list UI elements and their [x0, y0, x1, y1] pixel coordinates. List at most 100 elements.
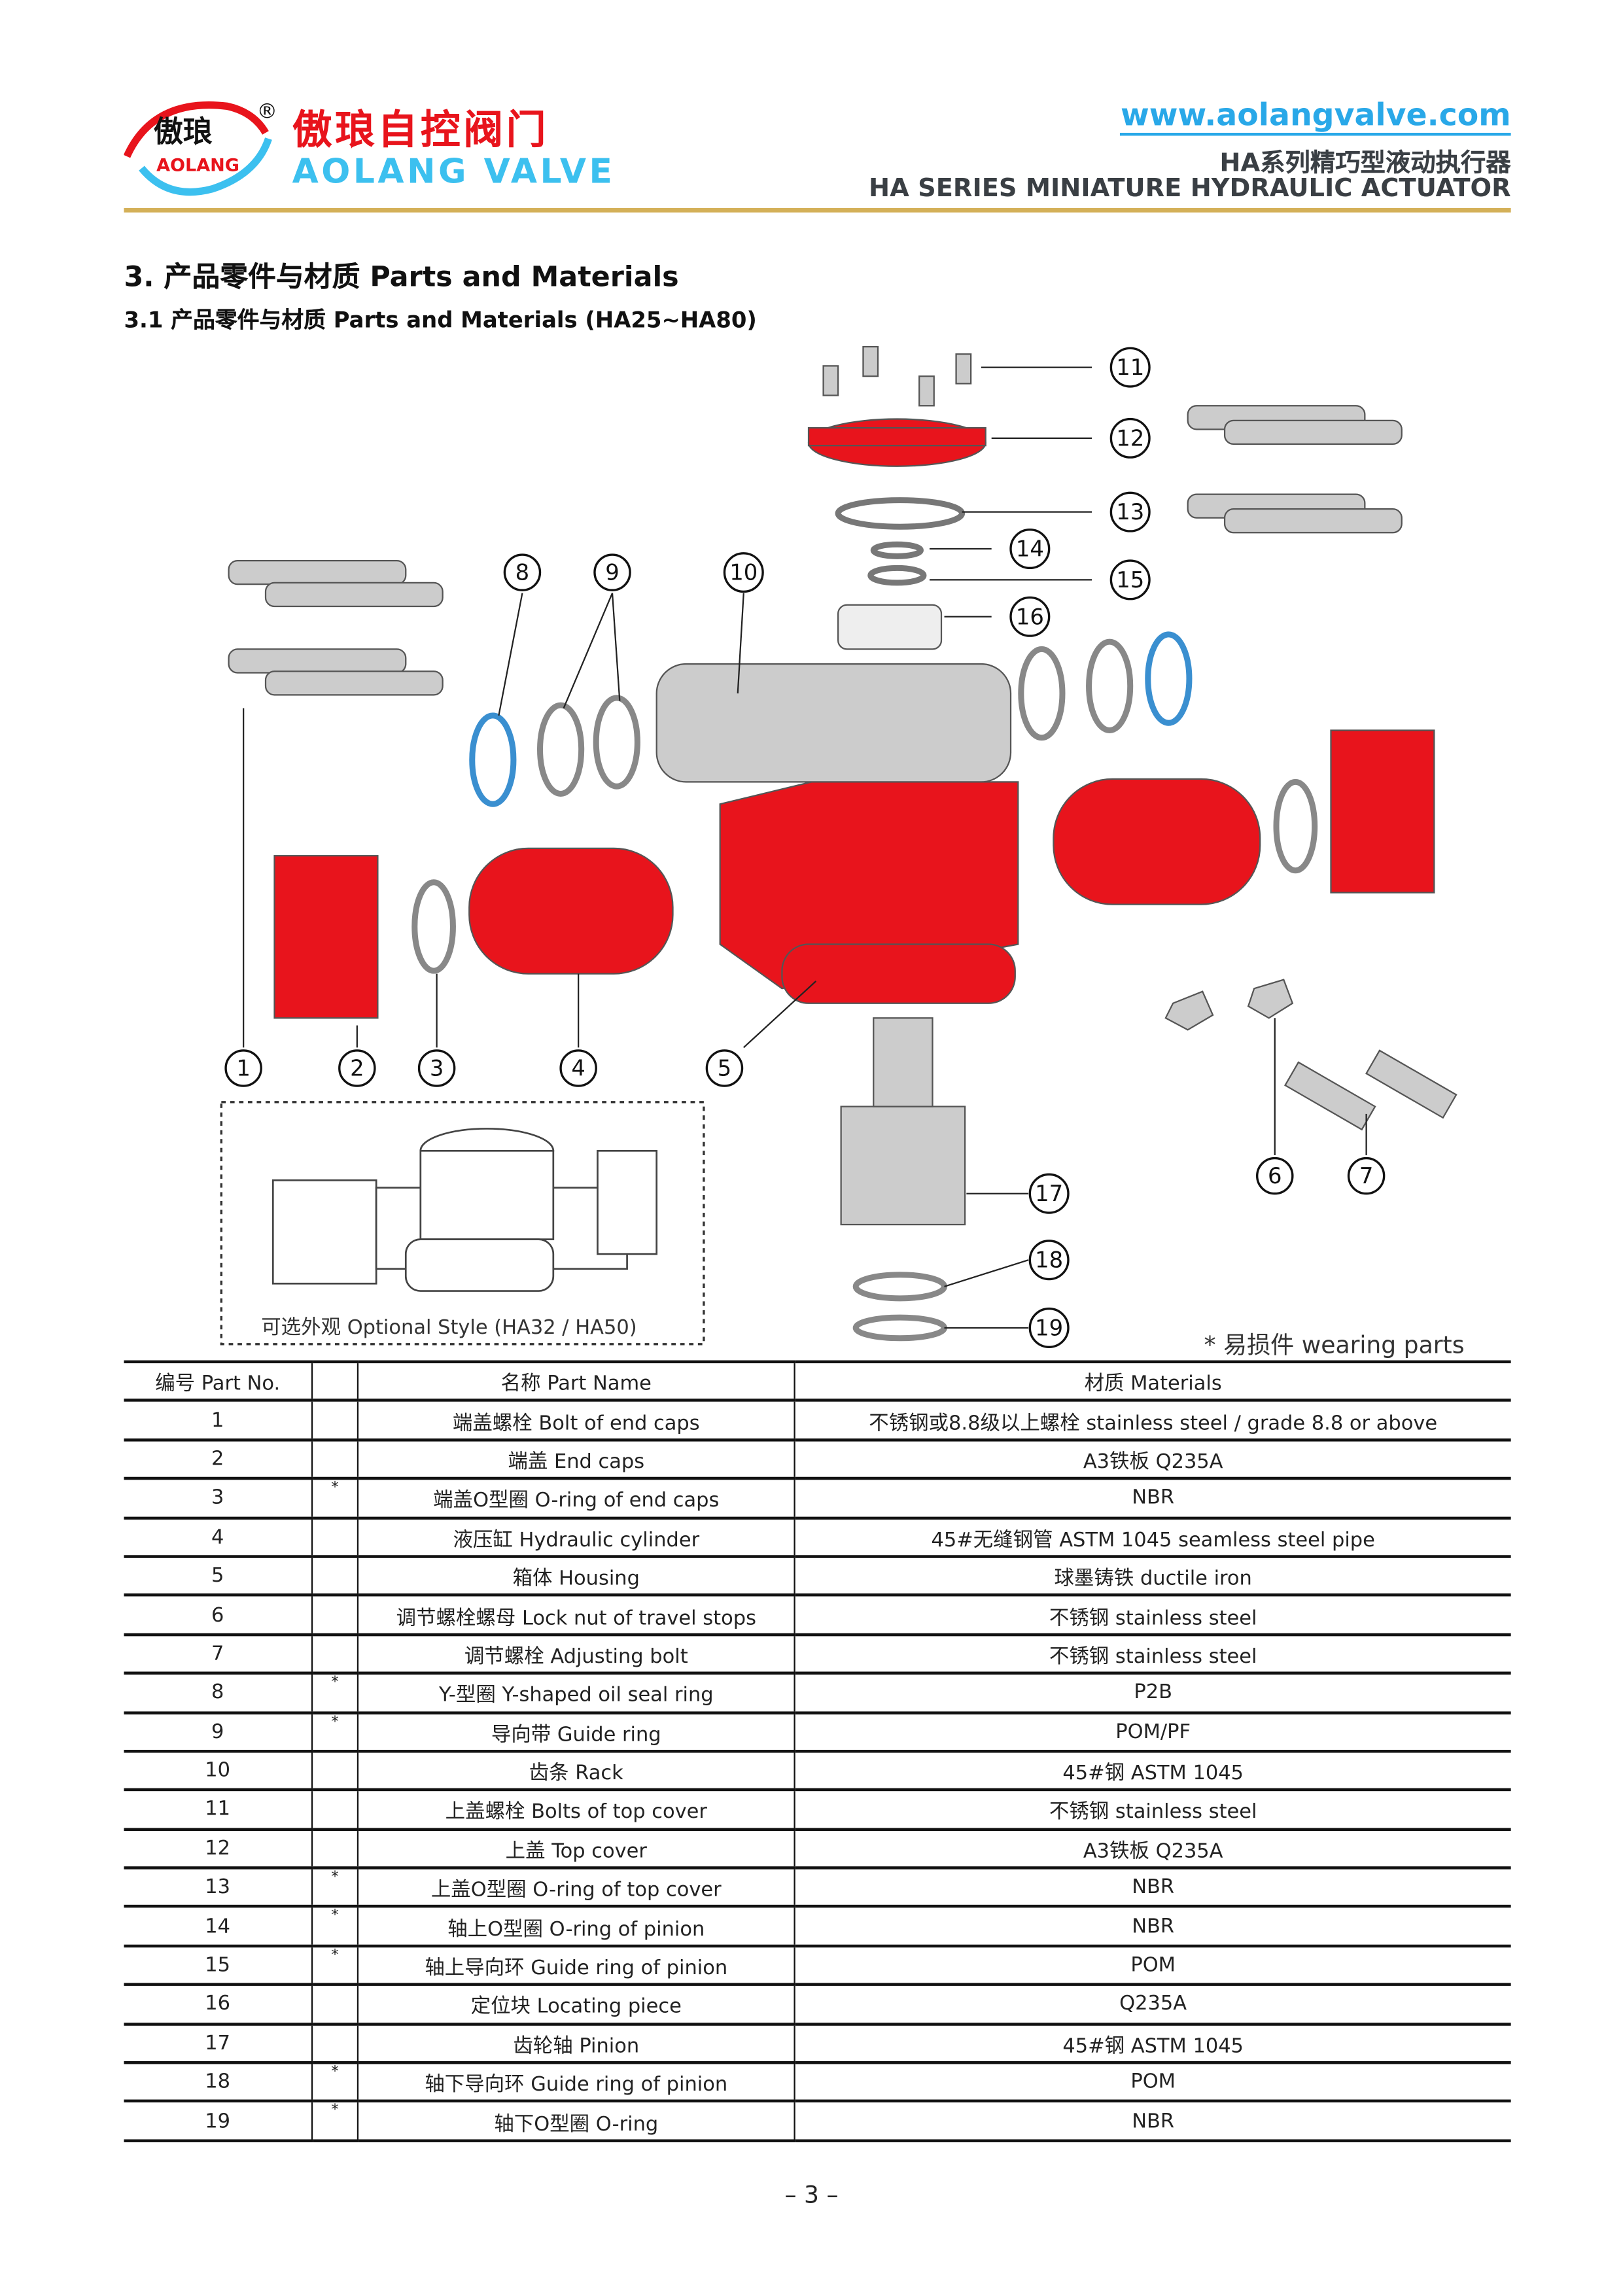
brand-name-en: AOLANG VALVE [292, 153, 616, 192]
end-cap-right [1330, 729, 1435, 894]
cell-wear-mark [312, 1751, 359, 1792]
rack [655, 663, 1012, 783]
svg-text:傲琅: 傲琅 [154, 114, 213, 149]
website-link[interactable]: www.aolangvalve.com [1121, 97, 1511, 136]
cell-wear-mark [312, 1517, 359, 1558]
cell-part-no: 7 [124, 1634, 313, 1675]
brand-name-cn: 傲琅自控阀门 [292, 107, 550, 154]
cell-part-name: 上盖 Top cover [357, 1829, 795, 1870]
cell-part-no: 13 [124, 1868, 313, 1909]
callout-6: 6 [1268, 1163, 1282, 1189]
callout-13: 13 [1116, 499, 1144, 525]
cell-part-name: 轴上O型圈 O-ring of pinion [357, 1907, 795, 1947]
callout-1: 1 [236, 1055, 251, 1081]
cell-material: A3铁板 Q235A [794, 1439, 1511, 1480]
cell-wear-mark: * [312, 1868, 359, 1909]
cell-wear-mark [312, 1829, 359, 1870]
cell-wear-mark [312, 2023, 359, 2064]
metal-parts [228, 345, 1457, 1226]
page-number: – 3 – [784, 2180, 839, 2209]
exploded-parts-diagram: 1 2 3 4 5 6 7 8 9 10 11 12 13 14 15 16 1… [220, 345, 1457, 1348]
callout-16: 16 [1016, 604, 1044, 629]
cell-part-name: 箱体 Housing [357, 1556, 795, 1597]
cell-part-no: 15 [124, 1945, 313, 1987]
cell-part-no: 12 [124, 1829, 313, 1870]
optional-style-caption: 可选外观 Optional Style (HA32 / HA50) [261, 1315, 637, 1340]
end-cap-left [273, 855, 379, 1019]
series-title-cn: HA系列精巧型液动执行器 [1219, 148, 1511, 179]
callout-3: 3 [430, 1055, 444, 1081]
cell-wear-mark [312, 1439, 359, 1480]
cell-wear-mark [312, 1595, 359, 1636]
cell-material: P2B [794, 1673, 1511, 1714]
cell-part-name: 轴上导向环 Guide ring of pinion [357, 1945, 795, 1987]
cell-part-name: 齿条 Rack [357, 1751, 795, 1792]
cell-material: 45#钢 ASTM 1045 [794, 1751, 1511, 1792]
cell-part-no: 2 [124, 1439, 313, 1480]
cell-material: A3铁板 Q235A [794, 1829, 1511, 1870]
callout-7: 7 [1359, 1163, 1374, 1189]
callout-8: 8 [515, 560, 530, 585]
header-material: 材质 Materials [794, 1360, 1511, 1402]
locating-piece [837, 604, 943, 650]
cell-part-no: 11 [124, 1790, 313, 1831]
housing-base [781, 943, 1016, 1004]
cell-part-name: 轴下O型圈 O-ring [357, 2101, 795, 2142]
cell-material: Q235A [794, 1985, 1511, 2026]
cell-material: 球墨铸铁 ductile iron [794, 1556, 1511, 1597]
cell-material: 不锈钢或8.8级以上螺栓 stainless steel / grade 8.8… [794, 1400, 1511, 1442]
cell-part-no: 4 [124, 1517, 313, 1558]
cell-part-no: 18 [124, 2062, 313, 2104]
header-part-name: 名称 Part Name [357, 1360, 795, 1402]
cell-wear-mark: * [312, 1945, 359, 1987]
callout-17: 17 [1035, 1181, 1063, 1206]
cell-part-no: 19 [124, 2101, 313, 2142]
cell-wear-mark [312, 1400, 359, 1442]
header-wear-mark [312, 1360, 359, 1402]
cell-material: 45#钢 ASTM 1045 [794, 2023, 1511, 2064]
cell-part-name: 导向带 Guide ring [357, 1712, 795, 1753]
cell-wear-mark [312, 1556, 359, 1597]
cell-wear-mark [312, 1985, 359, 2026]
cell-part-name: 轴下导向环 Guide ring of pinion [357, 2062, 795, 2104]
header-part-no: 编号 Part No. [124, 1360, 313, 1402]
callout-10: 10 [729, 560, 758, 585]
cell-part-no: 14 [124, 1907, 313, 1947]
cell-material: NBR [794, 1868, 1511, 1909]
callout-14: 14 [1016, 536, 1044, 562]
callout-2: 2 [350, 1055, 364, 1081]
leader-lines [243, 366, 1367, 1329]
aolang-logo: 傲琅 AOLANG ® [124, 99, 277, 196]
callout-9: 9 [605, 560, 620, 585]
callout-15: 15 [1116, 567, 1144, 593]
svg-text:AOLANG: AOLANG [156, 156, 239, 176]
cell-part-no: 5 [124, 1556, 313, 1597]
cell-part-no: 9 [124, 1712, 313, 1753]
cell-part-name: 定位块 Locating piece [357, 1985, 795, 2026]
section-title: 3. 产品零件与材质 Parts and Materials [124, 261, 679, 294]
header-divider [124, 208, 1511, 213]
cell-part-no: 3 [124, 1478, 313, 1520]
cell-wear-mark [312, 1790, 359, 1831]
cell-part-no: 16 [124, 1985, 313, 2026]
cell-part-no: 8 [124, 1673, 313, 1714]
pinion-shaft [873, 1017, 934, 1107]
callout-4: 4 [571, 1055, 585, 1081]
cell-part-no: 1 [124, 1400, 313, 1442]
cell-wear-mark: * [312, 1712, 359, 1753]
